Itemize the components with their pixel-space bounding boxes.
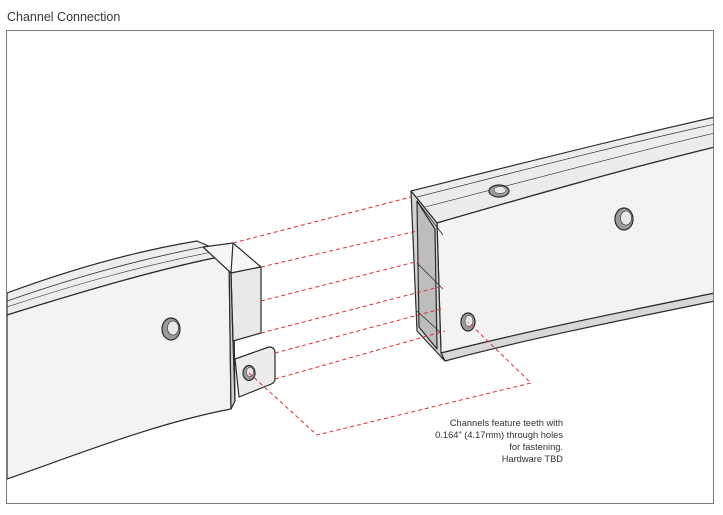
right-channel-inner-wall [416, 200, 438, 350]
page-title: Channel Connection [7, 10, 121, 24]
left-channel [7, 240, 276, 480]
left-channel-ridge [7, 246, 204, 302]
alignment-line-5 [274, 308, 442, 354]
alignment-line-4 [260, 286, 440, 334]
fastening-note: Channels feature teeth with 0.164" (4.17… [405, 417, 563, 465]
alignment-line-2 [260, 230, 418, 268]
note-line-3: for fastening. [509, 442, 563, 452]
left-insert-front [230, 266, 262, 342]
channel-connection-diagram [7, 116, 713, 480]
note-line-4: Hardware TBD [501, 454, 563, 464]
alignment-line-6 [274, 330, 446, 380]
left-insert-side [230, 242, 236, 402]
note-line-1: Channels feature teeth with [449, 418, 563, 428]
alignment-line-1 [232, 196, 412, 244]
right-channel-bottom-flange [440, 292, 713, 362]
alignment-line-3 [260, 260, 420, 302]
right-channel-inner-lip-top [416, 200, 444, 236]
alignment-lines [232, 196, 532, 436]
right-channel-top-ridge [416, 124, 713, 198]
right-channel-top-ridge-2 [424, 133, 713, 208]
right-channel-inner-divider [416, 262, 444, 290]
diagram-frame: Channels feature teeth with 0.164" (4.17… [6, 30, 714, 504]
left-channel-ridge-2 [7, 251, 213, 308]
note-line-2: 0.164" (4.17mm) through holes [435, 430, 563, 440]
right-channel [410, 116, 713, 362]
